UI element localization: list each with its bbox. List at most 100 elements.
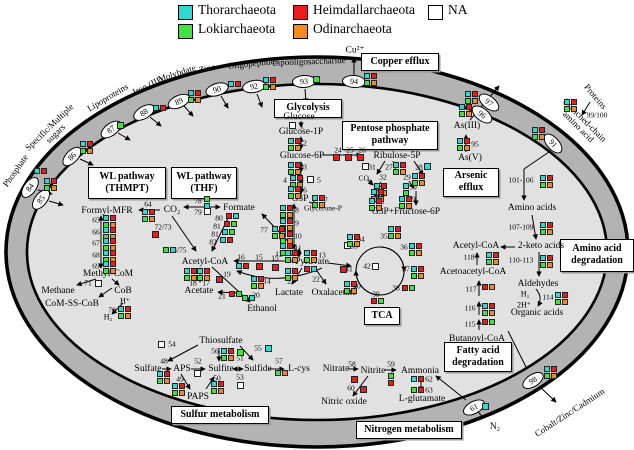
metabolite-label: Acetyl-CoA (181, 257, 229, 267)
reaction-number: 2 (303, 138, 307, 148)
presence-cell-heim (227, 348, 234, 354)
reaction-arrow (205, 376, 215, 390)
presence-cell-na (362, 163, 369, 170)
presence-cell-thor (188, 90, 194, 96)
reaction-number: 16 (237, 252, 245, 262)
reaction-arrow (180, 373, 191, 390)
presence-cell-thor (371, 189, 377, 195)
presence-cell-loki (242, 295, 248, 301)
presence-cell-heim (216, 276, 223, 283)
presence-cell-thor (221, 348, 227, 354)
presence-cell-odin (370, 79, 377, 86)
metabolite-label: G3P (291, 194, 309, 204)
pathway-box-copper-efflux: Copper efflux (361, 53, 439, 71)
presence-cell-odin (291, 274, 298, 281)
presence-cell-odin (471, 97, 478, 104)
presence-cell-odin (546, 228, 553, 235)
presence-cell-loki (486, 258, 492, 265)
presence-cell-na (158, 341, 165, 348)
membrane-substrate-label-line: Proteins (582, 82, 609, 112)
metabolite-label: H⁺ (120, 296, 130, 306)
presence-cell-thor (540, 255, 546, 261)
metabolite-label: Formyl-MFR (81, 206, 133, 216)
pathway-box-line: degradation (571, 255, 623, 266)
reaction-arrow (531, 214, 538, 240)
reaction-number: 95 (471, 139, 479, 149)
presence-cell-heim (370, 73, 377, 79)
reaction-number: 58 (348, 359, 356, 369)
presence-cell-odin (86, 147, 93, 154)
presence-cell-odin (203, 274, 210, 281)
presence-cell-heim (377, 189, 384, 195)
reaction-number: 118 (463, 252, 475, 262)
presence-cell-loki (285, 256, 291, 263)
metabolite-label: 2-keto acids (517, 241, 565, 251)
metabolite-label: Lactate (275, 288, 303, 298)
presence-cell-heim (353, 234, 360, 240)
presence-cell-thor (312, 195, 318, 201)
presence-cell-odin (353, 240, 360, 247)
presence-cell-heim (465, 104, 472, 110)
presence-cell-heim (291, 250, 298, 256)
presence-cell-na (194, 370, 201, 377)
presence-cell-heim (570, 99, 577, 105)
reaction-number: 74/75 (169, 245, 187, 255)
presence-cell-heim (310, 250, 317, 256)
presence-cell-loki (118, 312, 124, 319)
pathway-box-wl-thmpt: WL pathway(THMPT) (88, 167, 166, 199)
reaction-number: 114 (542, 292, 554, 302)
reaction-arrow (48, 200, 64, 207)
legend-label: NA (448, 2, 468, 17)
presence-cell-loki (399, 202, 405, 209)
metabolite-label: PAPS (187, 392, 209, 402)
presence-cell-odin (310, 256, 317, 263)
presence-cell-heim (234, 81, 241, 87)
presence-cell-heim (550, 366, 557, 372)
presence-cell-heim (482, 319, 488, 325)
reaction-number: 56 (211, 346, 219, 356)
pathway-box-wl-thf: WL pathway(THF) (171, 167, 237, 199)
presence-cell-thor (412, 173, 418, 179)
presence-cell-odin (465, 110, 472, 117)
presence-cell-loki (285, 274, 291, 281)
reaction-number: 82 (209, 237, 217, 247)
presence-cell-heim (417, 266, 424, 272)
presence-cell-odin (375, 204, 382, 211)
presence-cell-loki (204, 196, 210, 202)
reaction-arrow (581, 101, 591, 116)
presence-cell-thor (44, 178, 50, 184)
metabolite-label: Aldehydes (517, 279, 559, 289)
presence-cell-odin (399, 168, 406, 175)
reaction-number: 23 (287, 276, 295, 286)
presence-cell-odin (405, 202, 412, 209)
presence-cell-thor (288, 186, 294, 192)
presence-cell-heim (159, 105, 166, 111)
presence-cell-odin (538, 133, 545, 140)
reaction-number: 117 (465, 284, 477, 294)
presence-cell-loki (412, 179, 418, 186)
presence-cell-loki (163, 247, 169, 253)
metabolite-label: Organic acids (510, 308, 564, 318)
reaction-number: 107-109 (508, 222, 534, 232)
reaction-arrow (314, 267, 327, 285)
reaction-number: 6 (303, 185, 307, 195)
presence-cell-odin (281, 370, 288, 376)
reaction-number: 30 (409, 182, 417, 192)
presence-cell-thor (482, 403, 489, 410)
presence-cell-loki (377, 298, 384, 304)
reaction-number: 25 (346, 145, 354, 155)
presence-cell-heim (242, 263, 249, 269)
reaction-number: 39 (372, 289, 380, 299)
presence-cell-odin (217, 387, 224, 394)
metabolite-label: Glucose (283, 112, 315, 122)
metabolite-label: N₂ (489, 422, 501, 432)
legend-swatch-thor (178, 5, 193, 20)
transporter-oval-98: 98 (519, 368, 547, 392)
presence-cell-heim (148, 209, 155, 215)
presence-cell-heim (415, 243, 422, 249)
presence-cell-loki (408, 285, 415, 291)
transporter-number: 87 (105, 122, 117, 136)
presence-cell-thor (388, 226, 394, 232)
reaction-arrow (183, 105, 194, 117)
reaction-number: 63 (425, 385, 433, 395)
